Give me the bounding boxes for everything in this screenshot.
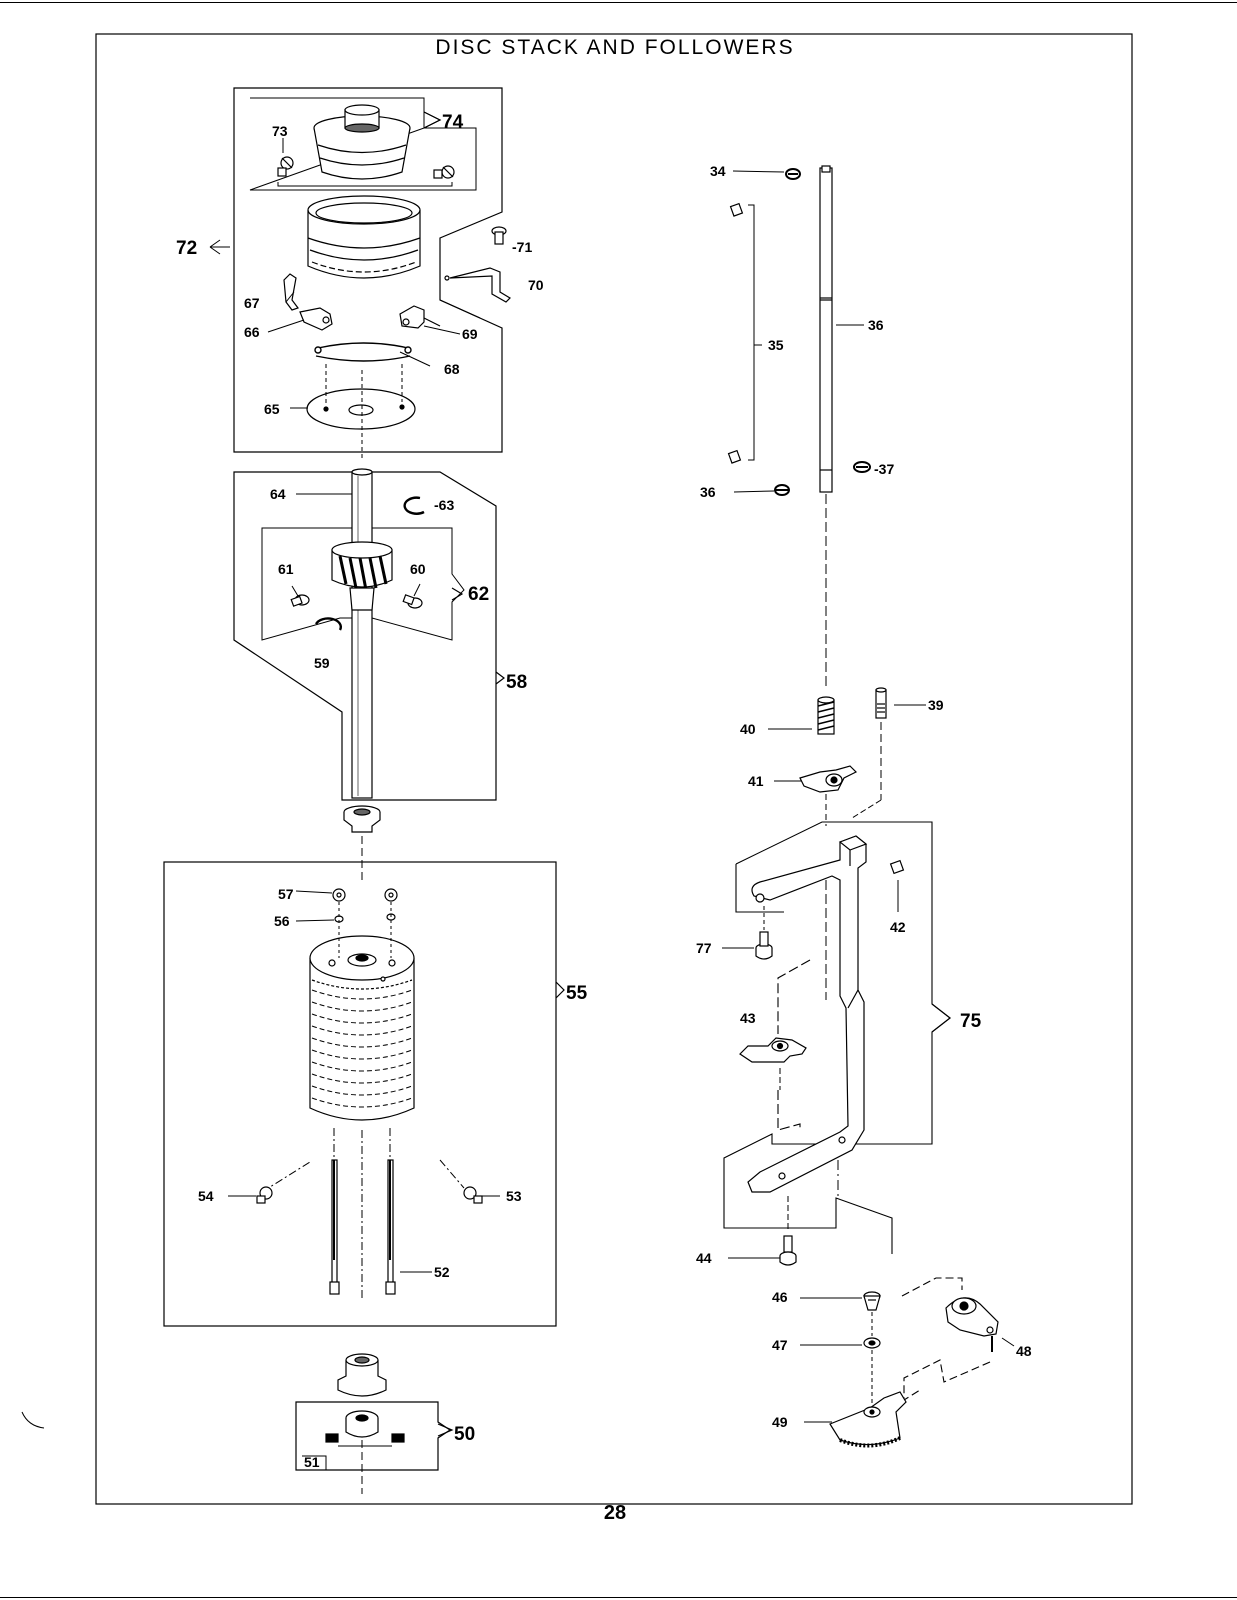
screw-54 bbox=[256, 1186, 273, 1204]
label-66: 66 bbox=[244, 324, 260, 340]
screw-53 bbox=[463, 1186, 483, 1204]
lever-70 bbox=[444, 267, 511, 303]
label-72: 72 bbox=[176, 238, 197, 259]
label-51: 51 bbox=[304, 1454, 320, 1470]
shaft-64 bbox=[351, 468, 373, 799]
label-61: 61 bbox=[278, 561, 294, 577]
clip-67 bbox=[283, 273, 299, 311]
label-50: 50 bbox=[454, 1424, 475, 1445]
label-59: 59 bbox=[314, 655, 330, 671]
label-53: 53 bbox=[506, 1188, 522, 1204]
label-49: 49 bbox=[772, 1414, 788, 1430]
e-ring-37 bbox=[853, 461, 871, 473]
group-75-outline bbox=[723, 821, 951, 1254]
ring-68 bbox=[314, 342, 412, 362]
label-75: 75 bbox=[960, 1011, 982, 1032]
screw-77 bbox=[755, 931, 773, 960]
label-60: 60 bbox=[410, 561, 426, 577]
label-54: 54 bbox=[198, 1188, 214, 1204]
label-69: 69 bbox=[462, 326, 478, 342]
washer-47 bbox=[863, 1337, 881, 1349]
lever-48 bbox=[945, 1297, 999, 1352]
label-39: 39 bbox=[928, 697, 944, 713]
label-55: 55 bbox=[566, 983, 588, 1004]
screw-46 bbox=[863, 1291, 881, 1311]
pin-39 bbox=[875, 687, 887, 719]
label-63: -63 bbox=[434, 497, 454, 513]
bushing bbox=[343, 805, 381, 833]
screw-60 bbox=[402, 594, 423, 609]
disc-stack-cylinder bbox=[309, 935, 415, 1121]
label-58: 58 bbox=[506, 672, 527, 693]
nuts-57 bbox=[332, 888, 398, 902]
e-ring-63 bbox=[403, 496, 425, 515]
follower-arm-75 bbox=[747, 835, 868, 1193]
plate-65 bbox=[306, 388, 416, 430]
diagram-frame bbox=[95, 33, 1133, 1505]
label-34: 34 bbox=[710, 163, 726, 179]
bracket-66 bbox=[299, 307, 333, 331]
label-62: 62 bbox=[468, 584, 489, 605]
collar-50 bbox=[325, 1410, 405, 1447]
e-ring-59 bbox=[314, 617, 342, 631]
assembly-chevrons bbox=[423, 111, 951, 1437]
spring-set-35 bbox=[727, 202, 762, 464]
toothed-segment-49 bbox=[829, 1391, 907, 1448]
screw-44 bbox=[779, 1235, 797, 1266]
gear-62 bbox=[331, 541, 393, 611]
group-58-outline bbox=[233, 471, 497, 801]
diagram-title: DISC STACK AND FOLLOWERS bbox=[435, 36, 795, 59]
screw-73-pair bbox=[277, 156, 455, 187]
leader-lines bbox=[209, 170, 1015, 1423]
label-65: 65 bbox=[264, 401, 280, 417]
shaft-36 bbox=[819, 165, 833, 493]
label-71: -71 bbox=[512, 239, 532, 255]
label-44: 44 bbox=[696, 1250, 712, 1266]
label-52: 52 bbox=[434, 1264, 450, 1280]
label-74: 74 bbox=[442, 112, 464, 133]
follower-41 bbox=[799, 765, 858, 793]
label-64: 64 bbox=[270, 486, 286, 502]
e-ring-36 bbox=[774, 484, 790, 496]
bolts-52 bbox=[329, 1159, 396, 1295]
spring-40 bbox=[817, 696, 835, 735]
screw-71 bbox=[491, 226, 507, 245]
margin-mark bbox=[21, 1411, 45, 1429]
label-70: 70 bbox=[528, 277, 544, 293]
group-62-outline bbox=[261, 527, 465, 641]
follower-43 bbox=[739, 1037, 807, 1063]
bottom-rule bbox=[0, 1597, 1237, 1598]
label-56: 56 bbox=[274, 913, 290, 929]
group-55-outline bbox=[163, 861, 557, 1327]
e-ring-34 bbox=[785, 168, 801, 180]
ring-stack bbox=[307, 195, 421, 279]
top-rule bbox=[0, 2, 1237, 3]
label-42: 42 bbox=[890, 919, 906, 935]
page-number: 28 bbox=[603, 1502, 627, 1524]
label-47: 47 bbox=[772, 1337, 788, 1353]
label-77: 77 bbox=[696, 940, 712, 956]
bottom-bushing bbox=[337, 1353, 387, 1397]
label-73: 73 bbox=[272, 123, 288, 139]
screw-61 bbox=[290, 594, 310, 607]
label-48: 48 bbox=[1016, 1343, 1032, 1359]
washers-56 bbox=[334, 913, 396, 923]
label-46: 46 bbox=[772, 1289, 788, 1305]
label-35: 35 bbox=[768, 337, 784, 353]
label-57: 57 bbox=[278, 886, 294, 902]
top-disc-assembly-74 bbox=[313, 104, 411, 180]
label-43: 43 bbox=[740, 1010, 756, 1026]
label-36-shaft: 36 bbox=[868, 317, 884, 333]
label-68: 68 bbox=[444, 361, 460, 377]
label-67: 67 bbox=[244, 295, 260, 311]
label-36-ring: 36 bbox=[700, 484, 716, 500]
label-37: -37 bbox=[874, 461, 894, 477]
label-41: 41 bbox=[748, 773, 764, 789]
bracket-69 bbox=[399, 305, 441, 329]
label-40: 40 bbox=[740, 721, 756, 737]
screw-42 bbox=[889, 859, 905, 875]
